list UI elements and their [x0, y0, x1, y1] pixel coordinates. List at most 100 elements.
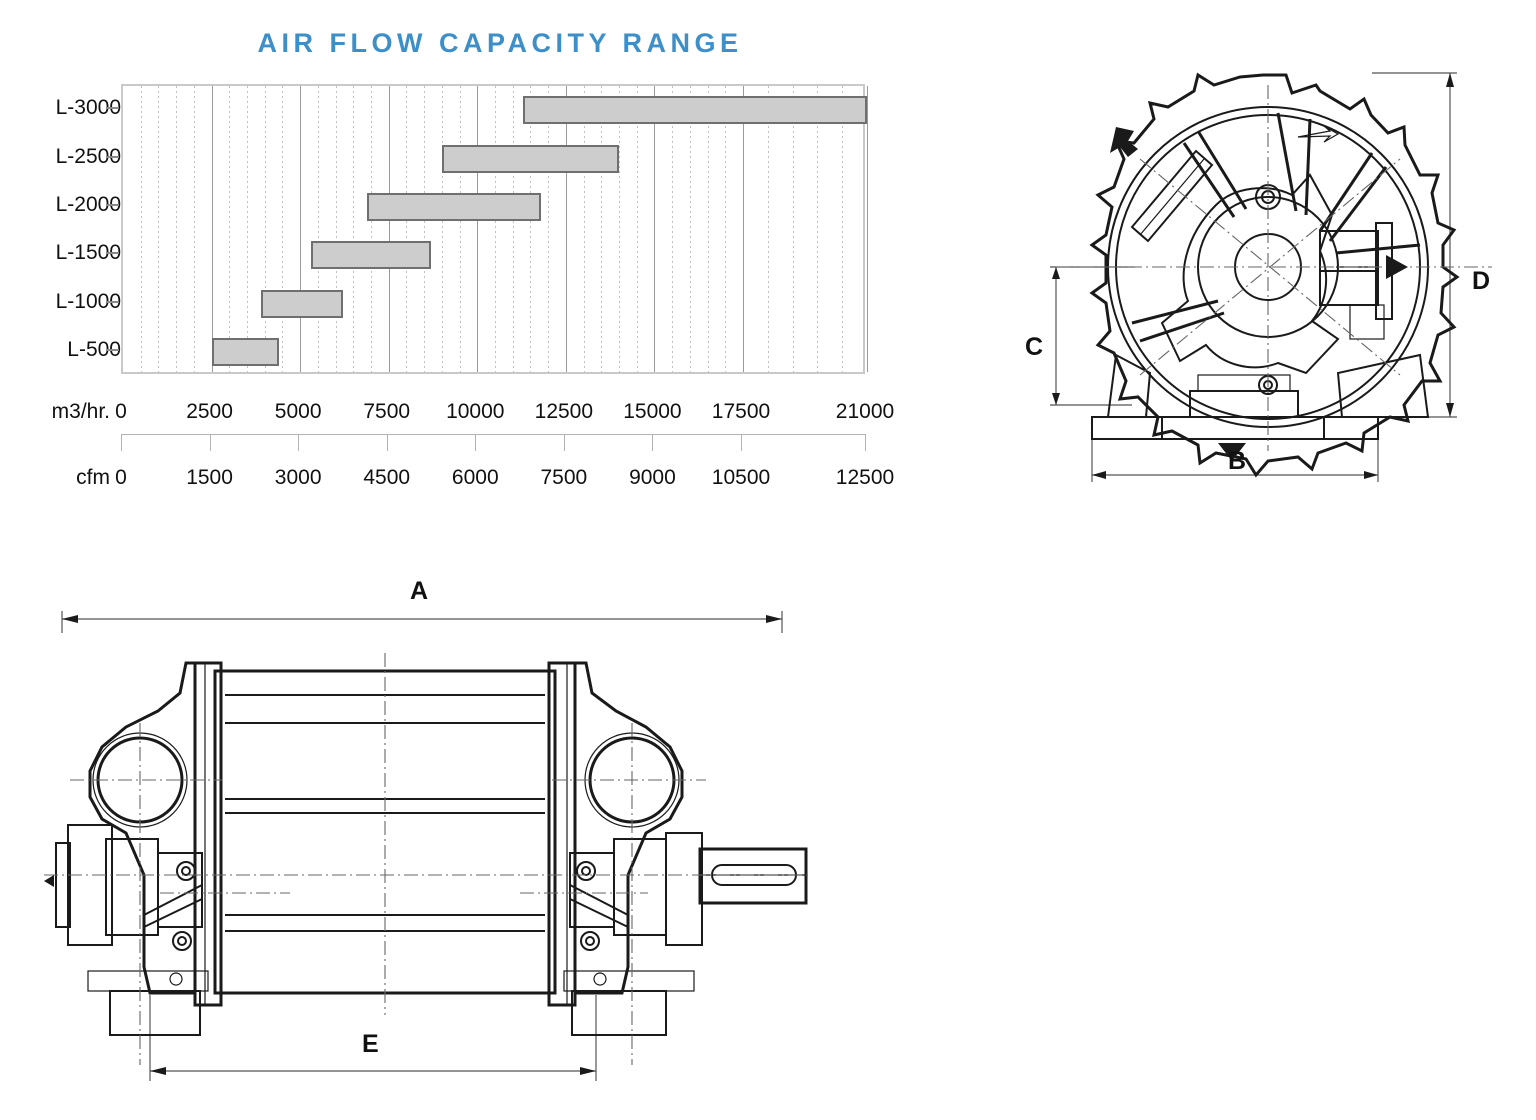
x-tick-m3hr-7500: 7500: [363, 400, 411, 423]
x-tick-m3hr-2500: 2500: [186, 400, 233, 423]
chart-gridline-minor: [264, 86, 266, 372]
chart-gridline-minor: [842, 86, 844, 372]
chart-gridline-minor: [193, 86, 195, 372]
x-tick-m3hr-21000: 21000: [835, 400, 895, 423]
dim-a-arrow-right: [766, 615, 782, 623]
chart-bar-l-2000: [367, 192, 542, 221]
chart-gridline-minor: [689, 86, 691, 372]
chart-gridline-major: [211, 86, 213, 372]
x-axis-rule-tick: [209, 434, 211, 451]
chart-gridline-major: [565, 86, 567, 372]
dimension-label-a: A: [410, 577, 429, 605]
x-tick-cfm-0: 0: [115, 466, 127, 489]
x-tick-cfm-12500: 12500: [835, 466, 895, 489]
x-axis-rule-tick: [298, 434, 300, 451]
chart-gridline-minor: [601, 86, 603, 372]
chart-y-tick: [106, 203, 119, 206]
dimension-e-lines: [149, 995, 597, 1081]
chart-y-label-l-2500: L-2500: [55, 144, 121, 168]
x-tick-m3hr-17500: 17500: [711, 400, 771, 423]
dim-c-arrow-bottom: [1052, 393, 1060, 405]
chart-gridline-minor: [406, 86, 408, 372]
dim-b-arrow-left: [1092, 471, 1106, 479]
dimension-label-d: D: [1472, 267, 1491, 295]
dim-e-arrow-right: [580, 1067, 596, 1075]
x-axis-unit-cfm: cfm: [76, 466, 110, 489]
dimension-label-c: C: [1025, 333, 1044, 361]
chart-gridline-minor: [229, 86, 231, 372]
chart-gridline-minor: [495, 86, 496, 372]
chart-gridline-minor: [636, 86, 638, 372]
chart-gridline-minor: [548, 86, 550, 372]
dim-d-arrow-top: [1446, 73, 1454, 87]
x-axis-rule-tick: [865, 434, 866, 451]
dim-d-arrow-bottom: [1446, 403, 1454, 417]
x-axis-rule-tick: [386, 434, 388, 451]
chart-gridline-minor: [672, 86, 674, 372]
drain-arrow: [1218, 443, 1246, 461]
dimension-c-lines: [1050, 266, 1135, 406]
left-head-assembly: [44, 661, 209, 1036]
discharge-port-flange: [1319, 222, 1393, 340]
mounting-base: [1091, 353, 1430, 440]
chart-y-tick: [106, 252, 119, 255]
chart-bar-l-2500: [441, 144, 619, 173]
x-axis-rule-tick: [121, 434, 122, 451]
chart-gridline-minor: [817, 86, 819, 372]
x-tick-m3hr-15000: 15000: [623, 400, 682, 423]
x-axis-unit-m3hr: m3/hr.: [51, 400, 110, 423]
x-tick-cfm-1500: 1500: [186, 466, 233, 489]
x-tick-cfm-9000: 9000: [629, 466, 676, 489]
chart-gridline-minor: [353, 86, 355, 372]
discharge-flow-arrow: [1386, 255, 1408, 279]
chart-gridline-major: [300, 86, 302, 372]
chart-gridline-minor: [619, 86, 620, 372]
side-view-svg: [44, 611, 808, 1081]
chart-gridline-minor: [441, 86, 443, 372]
chart-y-label-l-500: L-500: [67, 337, 121, 361]
chart-plot-inner: [123, 86, 868, 372]
x-axis-rule-tick: [652, 434, 654, 451]
chart-bar-l-1000: [261, 289, 343, 318]
dim-e-arrow-left: [150, 1067, 166, 1075]
chart-gridline-minor: [459, 86, 461, 372]
x-tick-cfm-7500: 7500: [540, 466, 588, 489]
dimension-label-b: B: [1228, 447, 1247, 475]
chart-y-label-l-2000: L-2000: [55, 192, 121, 216]
blower-end-view-drawing: D C B: [1020, 55, 1520, 505]
chart-gridline-major: [867, 86, 868, 372]
x-tick-cfm-4500: 4500: [363, 466, 411, 489]
dimension-label-e: E: [362, 1030, 379, 1058]
chart-gridline-minor: [512, 86, 514, 372]
chart-bar-l-500: [211, 337, 279, 366]
x-axis-rule: [121, 434, 865, 435]
chart-y-label-l-1000: L-1000: [55, 289, 121, 313]
blower-side-view-drawing: A E: [40, 575, 810, 1110]
chart-gridline-minor: [317, 86, 319, 372]
x-axis-rule-tick: [563, 434, 565, 451]
inlet-pipe: [1130, 149, 1214, 243]
chart-gridline-minor: [725, 86, 727, 372]
chart-gridline-minor: [583, 86, 585, 372]
inlet-flow-arrow: [1110, 127, 1138, 157]
chart-gridline-minor: [335, 86, 337, 372]
x-tick-cfm-10500: 10500: [711, 466, 771, 489]
x-axis-rule-tick: [741, 434, 742, 451]
end-view-svg: [1050, 72, 1492, 482]
dim-a-arrow-left: [62, 615, 78, 623]
x-tick-m3hr-0: 0: [115, 400, 127, 423]
rotation-arrow: [1297, 125, 1340, 143]
chart-gridline-minor: [247, 86, 248, 372]
x-axis-rule-tick: [475, 434, 477, 451]
dim-b-arrow-right: [1364, 471, 1378, 479]
chart-gridline-minor: [282, 86, 284, 372]
x-tick-m3hr-10000: 10000: [446, 400, 505, 423]
chart-title: AIR FLOW CAPACITY RANGE: [257, 28, 743, 58]
x-tick-cfm-6000: 6000: [451, 466, 499, 489]
x-tick-cfm-3000: 3000: [274, 466, 322, 489]
chart-gridline-minor: [158, 86, 160, 372]
chart-gridline-minor: [707, 86, 709, 372]
chart-bar-l-3000: [523, 96, 867, 125]
